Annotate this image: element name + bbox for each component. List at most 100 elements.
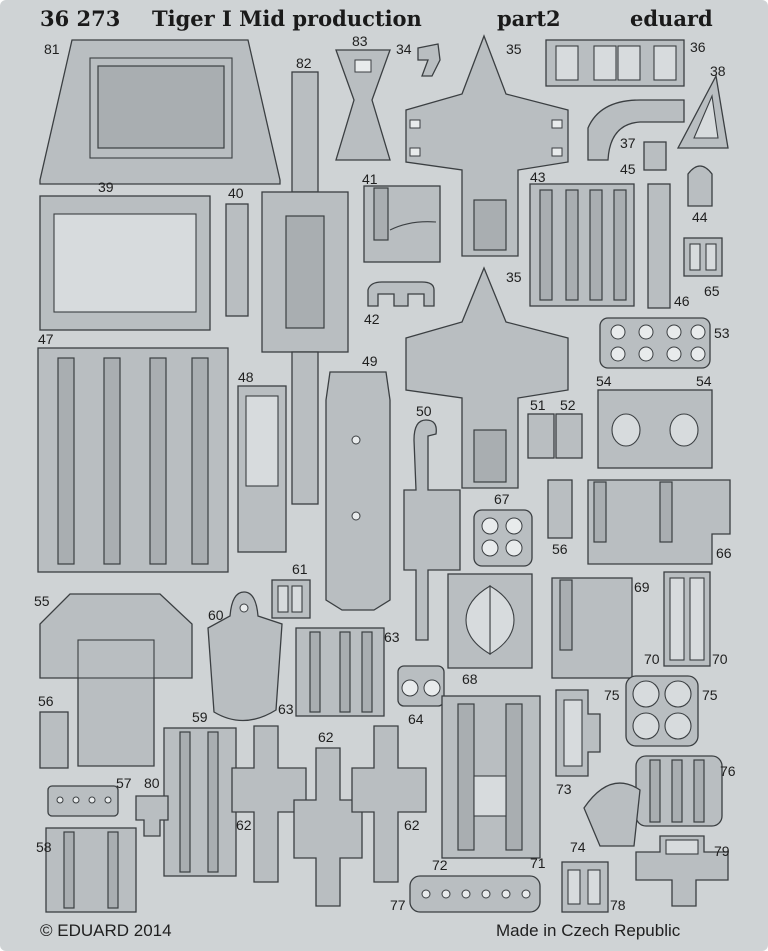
- label-74: 74: [570, 839, 586, 855]
- part-labels: 81 83 34 35 36 38 82 37 45 39 40 41 43 4…: [34, 33, 736, 913]
- label-54-right: 54: [696, 373, 712, 389]
- label-66: 66: [716, 545, 732, 561]
- label-63-right: 63: [384, 629, 400, 645]
- part-76: [635, 755, 723, 827]
- part-48: [237, 385, 287, 553]
- label-73: 73: [556, 781, 572, 797]
- part-35-top: [405, 34, 569, 257]
- label-70-left: 70: [644, 651, 660, 667]
- part-72: [409, 875, 541, 913]
- label-48: 48: [238, 369, 254, 385]
- label-60: 60: [208, 607, 224, 623]
- part-41: [363, 185, 441, 263]
- label-70-right: 70: [712, 651, 728, 667]
- part-39: [39, 195, 211, 331]
- part-60: [207, 591, 283, 722]
- part-62-center: [293, 747, 363, 907]
- part-43: [529, 183, 635, 307]
- part-55: [39, 593, 193, 767]
- part-54: [597, 389, 713, 469]
- label-49: 49: [362, 353, 378, 369]
- label-61: 61: [292, 561, 308, 577]
- fret-part: part2: [497, 6, 561, 31]
- part-42: [367, 281, 435, 307]
- part-50: [403, 419, 461, 641]
- origin-text: Made in Czech Republic: [496, 921, 681, 940]
- part-56-left: [39, 711, 69, 769]
- part-65: [683, 237, 723, 277]
- label-79: 79: [714, 843, 730, 859]
- part-62-right: [351, 725, 427, 883]
- part-36: [545, 39, 685, 87]
- part-63: [295, 627, 385, 717]
- label-35-lower: 35: [506, 269, 522, 285]
- label-35-top: 35: [506, 41, 522, 57]
- copyright-text: © EDUARD 2014: [40, 921, 172, 940]
- part-56-right: [547, 479, 573, 539]
- label-54-left: 54: [596, 373, 612, 389]
- label-52: 52: [560, 397, 576, 413]
- brand-name: eduard: [630, 6, 713, 31]
- part-70: [663, 571, 711, 667]
- part-53: [599, 317, 711, 369]
- label-58: 58: [36, 839, 52, 855]
- label-36: 36: [690, 39, 706, 55]
- part-62-left: [231, 725, 307, 883]
- label-62-left: 62: [236, 817, 252, 833]
- part-34: [417, 43, 441, 77]
- label-40: 40: [228, 185, 244, 201]
- label-65: 65: [704, 283, 720, 299]
- label-50: 50: [416, 403, 432, 419]
- part-71: [441, 695, 541, 859]
- part-46: [647, 183, 671, 309]
- part-44: [687, 165, 713, 207]
- label-63-left: 63: [278, 701, 294, 717]
- part-74: [583, 782, 641, 847]
- label-42: 42: [364, 311, 380, 327]
- part-51: [527, 413, 555, 459]
- label-62-center: 62: [318, 729, 334, 745]
- label-80: 80: [144, 775, 160, 791]
- label-67: 67: [494, 491, 510, 507]
- label-77: 77: [390, 897, 406, 913]
- part-81: [39, 39, 281, 185]
- label-44: 44: [692, 209, 708, 225]
- label-64: 64: [408, 711, 424, 727]
- part-61: [271, 579, 311, 619]
- part-66: [587, 479, 731, 565]
- label-46: 46: [674, 293, 690, 309]
- label-38: 38: [710, 63, 726, 79]
- part-80: [135, 795, 169, 837]
- part-82: [261, 71, 349, 505]
- part-35-lower: [405, 266, 569, 489]
- label-75-right: 75: [702, 687, 718, 703]
- label-43: 43: [530, 169, 546, 185]
- label-59: 59: [192, 709, 208, 725]
- label-71: 71: [530, 855, 546, 871]
- part-73: [555, 689, 601, 777]
- fret-title: Tiger I Mid production: [152, 6, 422, 31]
- catalog-number: 36 273: [40, 6, 120, 31]
- part-69: [551, 577, 633, 679]
- label-53: 53: [714, 325, 730, 341]
- part-79: [635, 835, 729, 907]
- part-64: [397, 665, 445, 707]
- label-45: 45: [620, 161, 636, 177]
- label-83: 83: [352, 33, 368, 49]
- part-67: [473, 509, 533, 567]
- label-72: 72: [432, 857, 448, 873]
- part-68: [447, 573, 533, 669]
- part-59: [163, 727, 237, 877]
- part-58: [45, 827, 137, 913]
- label-47: 47: [38, 331, 54, 347]
- label-75-left: 75: [604, 687, 620, 703]
- part-49: [325, 371, 391, 611]
- label-34: 34: [396, 41, 412, 57]
- label-51: 51: [530, 397, 546, 413]
- label-78: 78: [610, 897, 626, 913]
- label-55: 55: [34, 593, 50, 609]
- label-81: 81: [44, 41, 60, 57]
- part-57: [47, 785, 119, 817]
- label-68: 68: [462, 671, 478, 687]
